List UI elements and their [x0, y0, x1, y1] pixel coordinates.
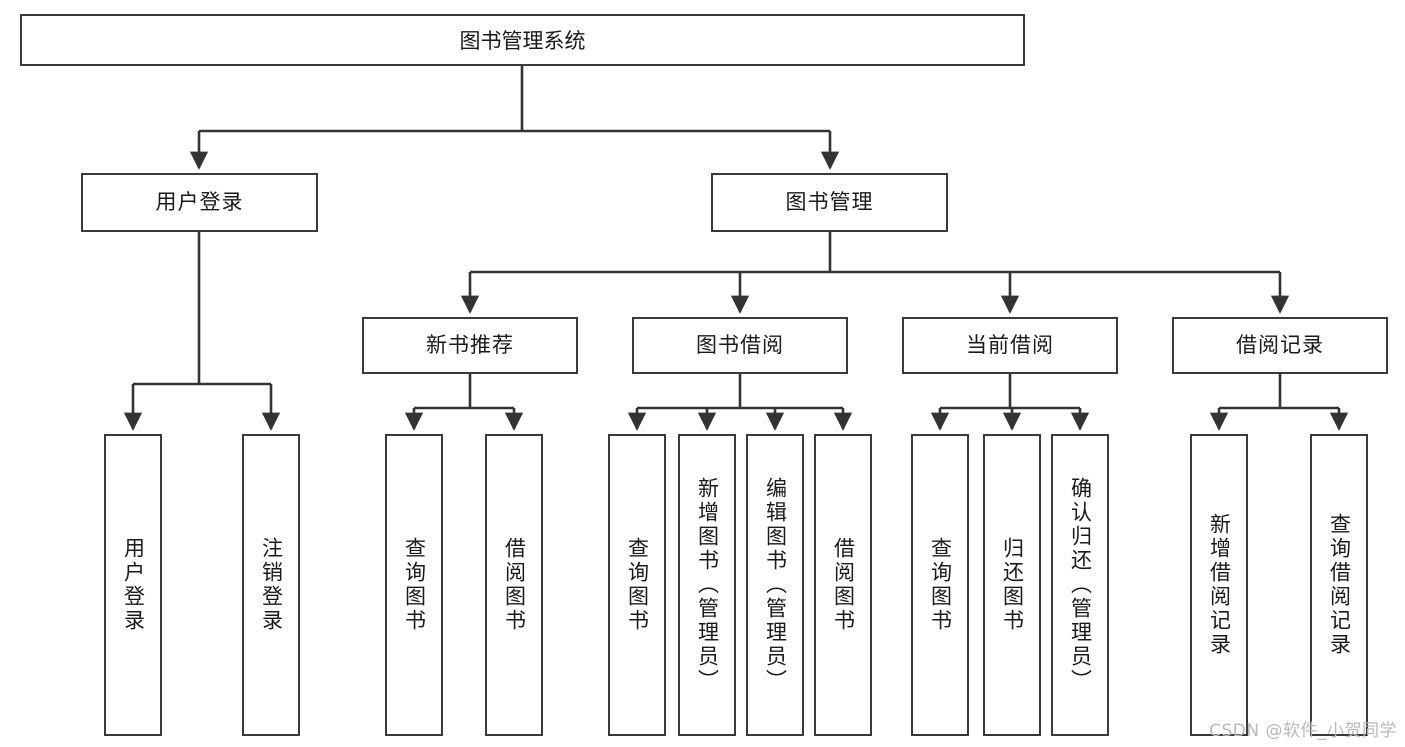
node-book-borrow-label: 图书借阅 [696, 332, 784, 357]
leaf-current-return-book[interactable]: 归还图书 [983, 434, 1041, 736]
node-book-management-label: 图书管理 [785, 189, 874, 214]
leaf-borrow-query-book-label: 查询图书 [625, 537, 650, 633]
leaf-newbook-query-book[interactable]: 查询图书 [385, 434, 443, 736]
leaf-record-add-record[interactable]: 新增借阅记录 [1190, 434, 1248, 736]
node-borrow-record[interactable]: 借阅记录 [1172, 317, 1388, 374]
leaf-current-confirm-return-admin[interactable]: 确认归还（管理员） [1051, 434, 1109, 736]
leaf-borrow-add-book-admin-label: 新增图书（管理员） [695, 477, 720, 693]
leaf-current-query-book-label: 查询图书 [928, 537, 953, 633]
node-current-borrow-label: 当前借阅 [966, 332, 1054, 357]
leaf-user-logout[interactable]: 注销登录 [242, 434, 300, 736]
leaf-borrow-edit-book-admin-label: 编辑图书（管理员） [763, 477, 788, 693]
node-root-label: 图书管理系统 [459, 29, 586, 53]
node-new-book-recommend-label: 新书推荐 [426, 332, 514, 357]
leaf-borrow-lend-book-label: 借阅图书 [831, 537, 856, 633]
leaf-current-query-book[interactable]: 查询图书 [911, 434, 969, 736]
node-new-book-recommend[interactable]: 新书推荐 [362, 317, 578, 374]
node-user-login[interactable]: 用户登录 [81, 173, 318, 232]
leaf-borrow-edit-book-admin[interactable]: 编辑图书（管理员） [746, 434, 804, 736]
leaf-newbook-borrow-book-label: 借阅图书 [502, 537, 527, 633]
leaf-user-logout-label: 注销登录 [259, 537, 284, 633]
node-user-login-label: 用户登录 [155, 189, 244, 214]
leaf-borrow-lend-book[interactable]: 借阅图书 [814, 434, 872, 736]
leaf-user-login[interactable]: 用户登录 [104, 434, 162, 736]
node-book-borrow[interactable]: 图书借阅 [632, 317, 848, 374]
node-current-borrow[interactable]: 当前借阅 [902, 317, 1118, 374]
leaf-current-confirm-return-admin-label: 确认归还（管理员） [1068, 477, 1093, 693]
leaf-user-login-label: 用户登录 [121, 537, 146, 633]
node-book-management[interactable]: 图书管理 [711, 173, 948, 232]
leaf-record-add-record-label: 新增借阅记录 [1207, 513, 1232, 657]
leaf-record-query-record-label: 查询借阅记录 [1327, 513, 1352, 657]
leaf-borrow-add-book-admin[interactable]: 新增图书（管理员） [678, 434, 736, 736]
leaf-newbook-query-book-label: 查询图书 [402, 537, 427, 633]
node-root[interactable]: 图书管理系统 [20, 14, 1025, 66]
csdn-watermark: CSDN @软件_小贺同学 [1209, 721, 1397, 741]
node-borrow-record-label: 借阅记录 [1236, 332, 1324, 357]
leaf-record-query-record[interactable]: 查询借阅记录 [1310, 434, 1368, 736]
leaf-current-return-book-label: 归还图书 [1000, 537, 1025, 633]
leaf-newbook-borrow-book[interactable]: 借阅图书 [485, 434, 543, 736]
leaf-borrow-query-book[interactable]: 查询图书 [608, 434, 666, 736]
